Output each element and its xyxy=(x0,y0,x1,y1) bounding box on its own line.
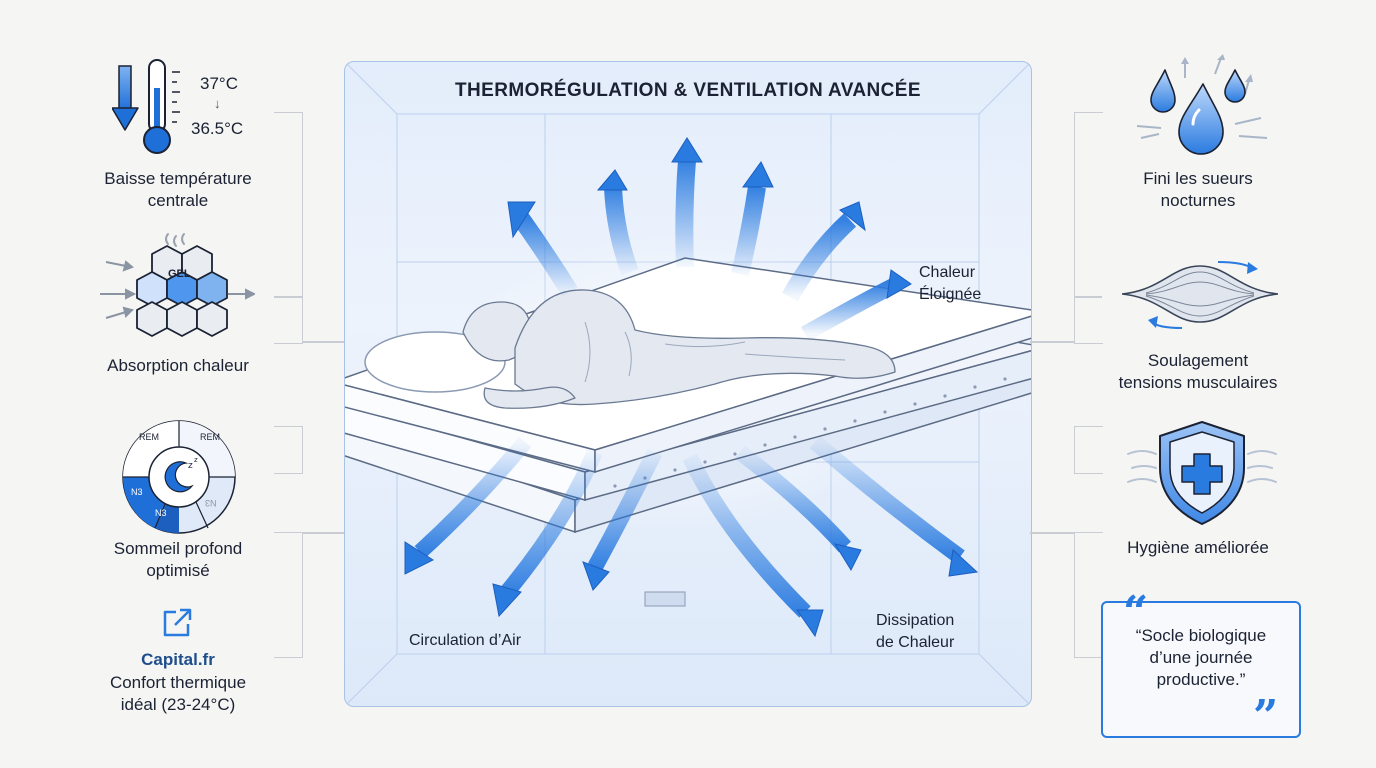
label-line: Éloignée xyxy=(919,286,982,303)
connector-line xyxy=(302,532,344,534)
shield-cross-icon xyxy=(1126,420,1278,528)
gel-text: GEL xyxy=(168,268,191,280)
sleep-cycle-icon: z z xyxy=(120,418,238,536)
label-line: Baisse température xyxy=(104,169,252,188)
label-soulagement: Soulagement tensions musculaires xyxy=(1080,350,1316,394)
gel-honeycomb-icon xyxy=(100,232,257,344)
connector-line xyxy=(274,112,303,344)
label-absorption-chaleur: Absorption chaleur xyxy=(60,355,296,377)
svg-text:z: z xyxy=(194,456,198,464)
connector-line xyxy=(1074,296,1102,298)
connector-line xyxy=(1074,112,1103,344)
label-hygiene: Hygiène améliorée xyxy=(1080,537,1316,559)
label-line: centrale xyxy=(147,191,209,210)
thermometer-icon xyxy=(111,58,202,158)
open-quote-icon: “ xyxy=(1123,587,1149,638)
label-dissipation-chaleur: Dissipation de Chaleur xyxy=(876,610,954,654)
svg-text:z: z xyxy=(188,461,193,471)
quote-line: d’une journée xyxy=(1149,648,1253,667)
phase-label: N3 xyxy=(205,498,217,508)
quote-box: “ “Socle biologique d’une journée produc… xyxy=(1101,591,1301,742)
label-line: de Chaleur xyxy=(876,634,955,651)
quote-line: “Socle biologique xyxy=(1135,626,1267,645)
label-line: tensions musculaires xyxy=(1118,373,1278,392)
diagram-title: THERMORÉGULATION & VENTILATION AVANCÉE xyxy=(455,80,921,101)
temperature-down-arrow: ↓ xyxy=(214,96,221,111)
label-baisse-temperature: Baisse température centrale xyxy=(60,168,296,212)
label-line: Dissipation xyxy=(876,612,955,629)
label-line: Sommeil profond xyxy=(113,539,243,558)
label-line: Fini les sueurs xyxy=(1143,169,1253,188)
phase-label: REM xyxy=(139,432,159,442)
phase-label: N3 xyxy=(131,487,143,497)
label-line: Absorption chaleur xyxy=(107,356,249,375)
label-line: idéal (23-24°C) xyxy=(120,695,236,714)
source-link[interactable]: Capital.fr xyxy=(141,650,215,669)
label-chaleur-eloignee: Chaleur Éloignée xyxy=(919,262,981,306)
label-line: optimisé xyxy=(146,561,210,580)
quote-text: “Socle biologique d’une journée producti… xyxy=(1103,625,1299,691)
water-drops-icon xyxy=(1135,54,1275,160)
connector-line xyxy=(274,532,303,658)
label-circulation-air: Circulation d’Air xyxy=(409,632,522,649)
connector-line xyxy=(274,296,302,298)
external-link-icon[interactable] xyxy=(160,606,194,640)
close-quote-icon: ” xyxy=(1253,691,1279,742)
connector-line xyxy=(1030,532,1074,534)
connector-line xyxy=(274,426,303,474)
label-line: Hygiène améliorée xyxy=(1127,538,1269,557)
connector-line xyxy=(1074,426,1103,474)
diagram-panel: THERMORÉGULATION & VENTILATION AVANCÉE C… xyxy=(344,61,1032,707)
temperature-high: 37°C xyxy=(200,74,238,93)
label-confort-thermique: Confort thermique idéal (23-24°C) xyxy=(60,672,296,716)
muscle-icon xyxy=(1121,250,1279,342)
connector-line xyxy=(1074,532,1103,658)
phase-label: REM xyxy=(200,432,220,442)
quote-line: productive.” xyxy=(1156,670,1246,689)
label-line: Soulagement xyxy=(1147,351,1249,370)
label-sommeil-profond: Sommeil profond optimisé xyxy=(60,538,296,582)
temperature-low: 36.5°C xyxy=(191,119,244,138)
phase-label: N3 xyxy=(155,508,167,518)
label-line: Chaleur xyxy=(919,264,976,281)
mattress-diagram xyxy=(345,62,1031,706)
connector-line xyxy=(302,341,344,343)
connector-line xyxy=(1030,341,1074,343)
label-line: nocturnes xyxy=(1160,191,1236,210)
label-line: Confort thermique xyxy=(109,673,247,692)
label-sueurs-nocturnes: Fini les sueurs nocturnes xyxy=(1080,168,1316,212)
